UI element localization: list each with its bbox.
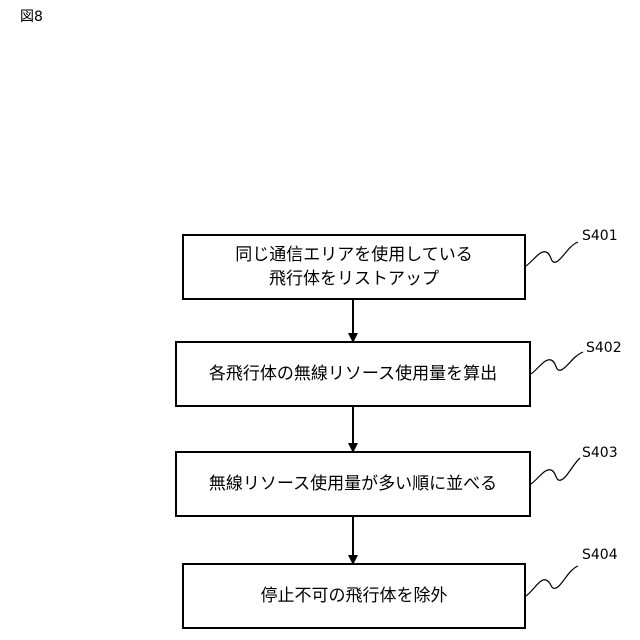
step-box-s404: 停止不可の飛行体を除外 [182, 563, 526, 629]
step-code-s403: S403 [582, 445, 618, 461]
step-box-s401: 同じ通信エリアを使用している 飛行体をリストアップ [182, 234, 526, 300]
step-text-line: 飛行体をリストアップ [269, 267, 439, 291]
step-code-s402: S402 [586, 340, 622, 356]
step-text-line: 停止不可の飛行体を除外 [261, 584, 448, 608]
step-code-s404: S404 [582, 547, 618, 563]
step-text-line: 各飛行体の無線リソース使用量を算出 [209, 362, 497, 386]
step-text-line: 同じ通信エリアを使用している [235, 243, 473, 267]
step-text-line: 無線リソース使用量が多い順に並べる [209, 472, 497, 496]
leader-squiggle-s404 [526, 566, 578, 596]
leader-squiggle-s401 [526, 242, 578, 266]
step-box-s403: 無線リソース使用量が多い順に並べる [175, 451, 531, 517]
step-box-s402: 各飛行体の無線リソース使用量を算出 [175, 341, 531, 407]
leader-squiggle-s402 [531, 352, 583, 374]
leader-squiggle-s403 [531, 458, 580, 484]
step-code-s401: S401 [582, 228, 618, 244]
